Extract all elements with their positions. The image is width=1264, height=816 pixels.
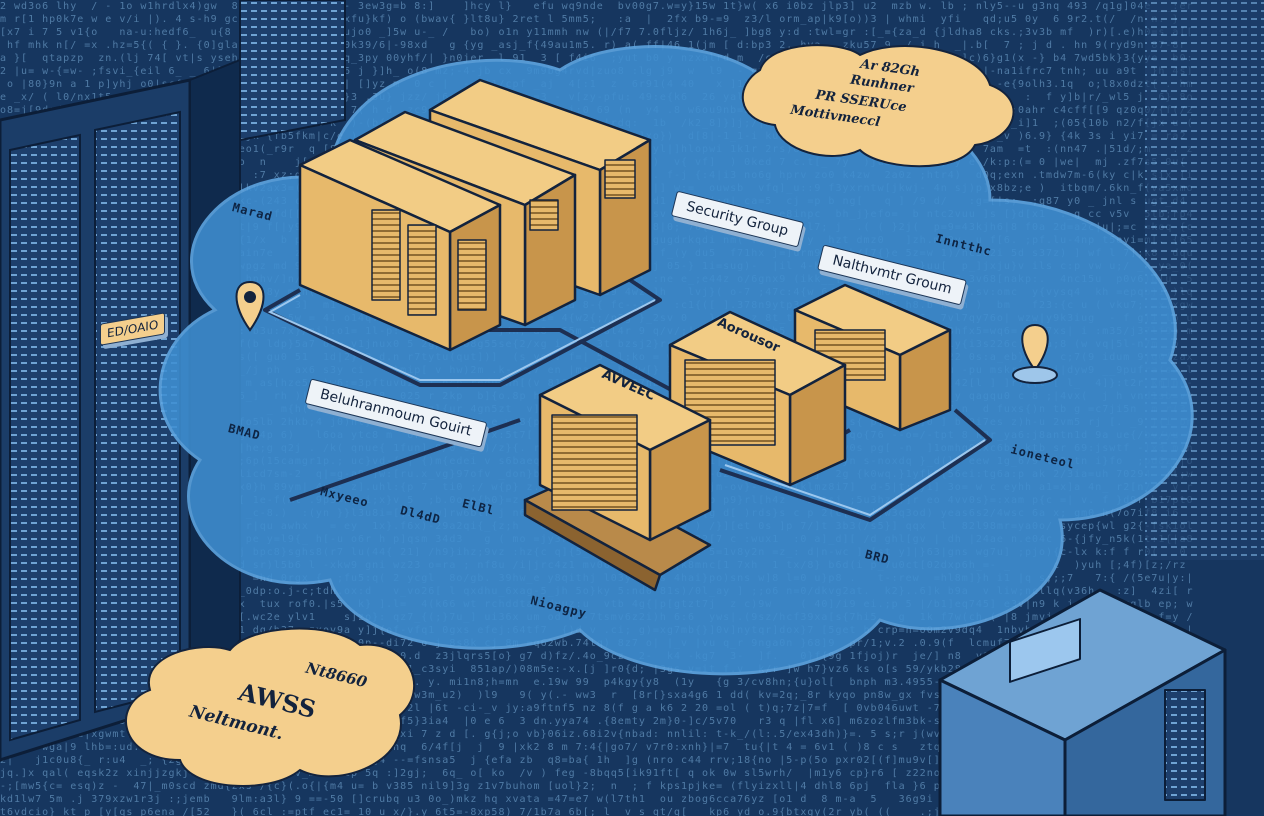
top-speech-bubble (741, 44, 1015, 168)
bottom-speech-bubble (125, 627, 416, 787)
location-pin-icon (235, 280, 265, 332)
server-box-avveec (523, 363, 712, 592)
location-pin-icon (1012, 323, 1058, 384)
back-left-rack (239, 0, 346, 142)
server-box-front (298, 138, 502, 352)
network-connections-light (267, 294, 986, 517)
bottom-right-server (938, 588, 1227, 816)
